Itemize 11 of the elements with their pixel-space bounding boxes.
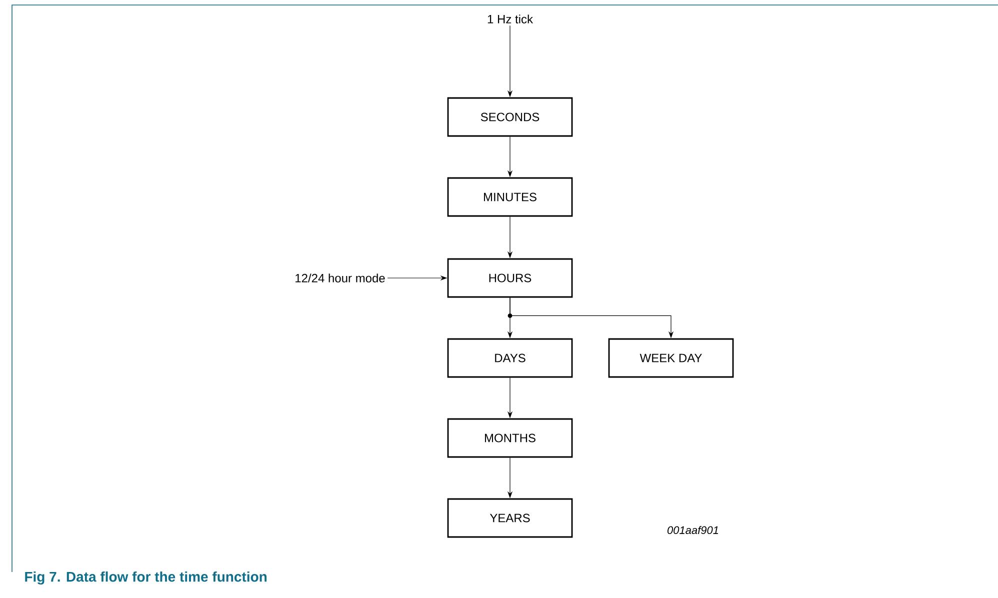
input-label: 12/24 hour mode [296,274,385,282]
process-box: HOURS [447,258,573,298]
process-box: MINUTES [447,177,573,217]
process-box: YEARS [447,498,573,538]
figure-code: 001aaf901 [667,526,718,534]
input-label: 1 Hz tick [488,14,534,24]
process-box: WEEK DAY [608,338,734,378]
process-box: SECONDS [447,97,573,137]
process-box: MONTHS [447,418,573,458]
process-box: DAYS [447,338,573,378]
figure-caption: Fig 7. Data flow for the time function [25,571,267,585]
